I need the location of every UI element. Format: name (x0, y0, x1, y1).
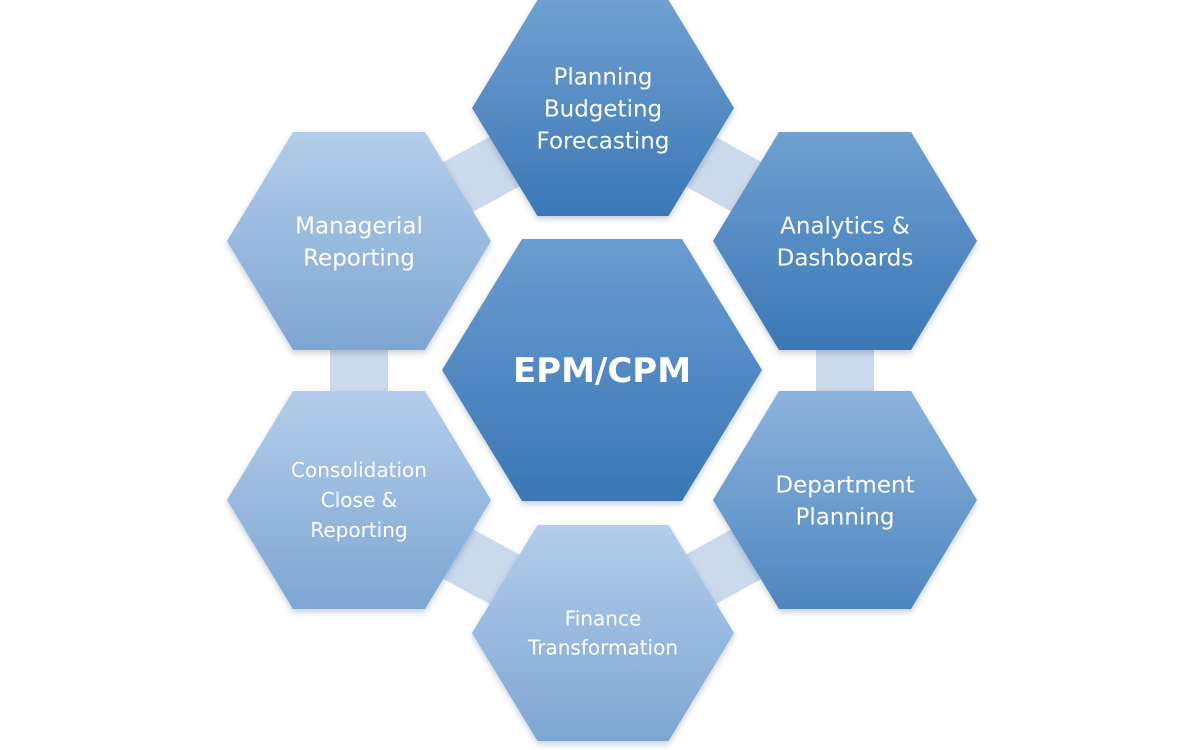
node-label-line: Dashboards (777, 245, 914, 271)
hex-node-analytics-dashboards: Analytics & Dashboards (713, 132, 977, 350)
node-label-line: Transformation (527, 636, 678, 660)
node-label-line: Consolidation (291, 458, 427, 482)
hexagon-shape (713, 391, 977, 609)
center-hexagon-shape (442, 239, 762, 501)
node-label: EPM/CPM (513, 351, 691, 391)
node-label-line: Forecasting (537, 128, 670, 154)
node-label-line: Managerial (295, 213, 423, 239)
hexagon-shape (472, 525, 734, 741)
node-label-line: Planning (795, 504, 894, 530)
hexagon-shape (472, 0, 734, 216)
node-label-line: Close & (321, 488, 397, 512)
node-label-line: Analytics & (780, 213, 910, 239)
node-label-line: Planning (553, 64, 652, 90)
node-label-line: Finance (565, 607, 642, 631)
node-label-line: Department (775, 472, 914, 498)
node-label-line: EPM/CPM (513, 351, 691, 391)
node-label-line: Reporting (310, 518, 407, 542)
node-label-line: Budgeting (544, 96, 662, 122)
node-label: Analytics & Dashboards (777, 213, 914, 271)
node-label-line: Reporting (303, 245, 415, 271)
hex-node-center-epm-cpm: EPM/CPM (442, 239, 762, 501)
hexagon-shape (227, 132, 491, 350)
hexagon-shape (227, 391, 491, 609)
hexagon-shape (713, 132, 977, 350)
